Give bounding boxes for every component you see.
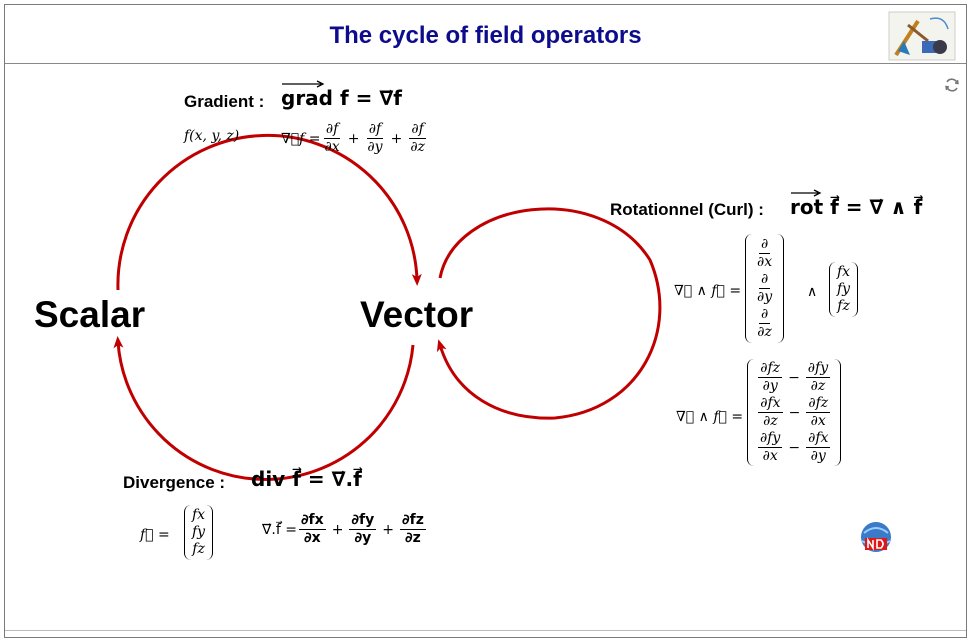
divergence-term-z: ∂fz∂z: [400, 512, 426, 546]
gradient-label: Gradient :: [184, 92, 265, 111]
divergence-field-vector: fx fy fz: [184, 505, 214, 560]
grad-op: grad: [281, 86, 333, 110]
vector-node: Vector: [360, 294, 474, 335]
curl-formula-tail: f⃗ = ∇⃗ ∧ f⃗: [830, 195, 923, 219]
wedge-symbol: ∧: [807, 284, 818, 300]
gradient-expansion: ∇⃗f = ∂f∂x + ∂f∂y + ∂f∂z: [281, 121, 426, 155]
logo-icon: [888, 11, 956, 61]
div-op: div: [251, 467, 286, 491]
curl-result-vector: ∂fz∂y − ∂fy∂z ∂fx∂z − ∂fz∂x ∂fy∂x − ∂fx∂…: [747, 359, 842, 466]
divergence-expansion: ∇⃗.f⃗ = ∂fx∂x + ∂fy∂y + ∂fz∂z: [262, 512, 426, 546]
nd-logo-icon[interactable]: [858, 519, 894, 557]
divergence-term-y: ∂fy∂y: [349, 512, 377, 546]
curl-lhs: ∇⃗ ∧ f⃗ =: [674, 283, 742, 299]
divergence-arrow: [113, 336, 415, 481]
gradient-term-z: ∂f∂z: [409, 121, 426, 155]
diagram-frame: The cycle of field operators: [4, 4, 967, 638]
rot-op: rot: [790, 195, 824, 219]
curl-result-row-y: ∂fx∂z − ∂fz∂x: [758, 395, 831, 429]
nabla-vector: ∂∂x ∂∂y ∂∂z: [745, 234, 785, 343]
gradient-arrow: [116, 133, 422, 291]
curl-result-row-z: ∂fy∂x − ∂fx∂y: [758, 430, 831, 464]
vector-arrow-icon: [282, 80, 325, 88]
curl-lhs-2: ∇⃗ ∧ f⃗ =: [676, 409, 744, 425]
bottom-divider: [5, 630, 966, 631]
page-title: The cycle of field operators: [329, 22, 642, 49]
divergence-formula: div f⃗ = ∇⃗.f⃗: [251, 467, 362, 491]
divergence-field-lhs: f⃗ =: [140, 527, 170, 543]
curl-field-vector: fx fy fz: [829, 262, 859, 317]
divergence-formula-tail: f⃗ = ∇⃗.f⃗: [292, 467, 362, 491]
gradient-term-x: ∂f∂x: [323, 121, 341, 155]
curl-arrow: [436, 207, 662, 420]
scalar-node: Scalar: [34, 294, 146, 335]
gradient-lhs: ∇⃗f =: [281, 130, 321, 147]
scalar-function: f(x, y, z): [184, 128, 240, 144]
divergence-label: Divergence :: [123, 473, 226, 492]
divergence-term-x: ∂fx∂x: [298, 512, 326, 546]
curl-result-row-x: ∂fz∂y − ∂fy∂z: [758, 360, 831, 394]
gradient-formula-tail: f = ∇⃗f: [339, 86, 402, 110]
curl-label: Rotationnel (Curl) :: [610, 200, 764, 219]
vector-arrow-icon: [791, 189, 822, 197]
divergence-lhs: ∇⃗.f⃗ =: [262, 521, 297, 538]
refresh-icon[interactable]: [944, 77, 960, 93]
gradient-term-y: ∂f∂y: [366, 121, 384, 155]
gradient-formula: grad f = ∇⃗f: [281, 80, 402, 110]
header-bar: The cycle of field operators: [5, 5, 966, 64]
curl-formula: rot f⃗ = ∇⃗ ∧ f⃗: [790, 189, 923, 219]
